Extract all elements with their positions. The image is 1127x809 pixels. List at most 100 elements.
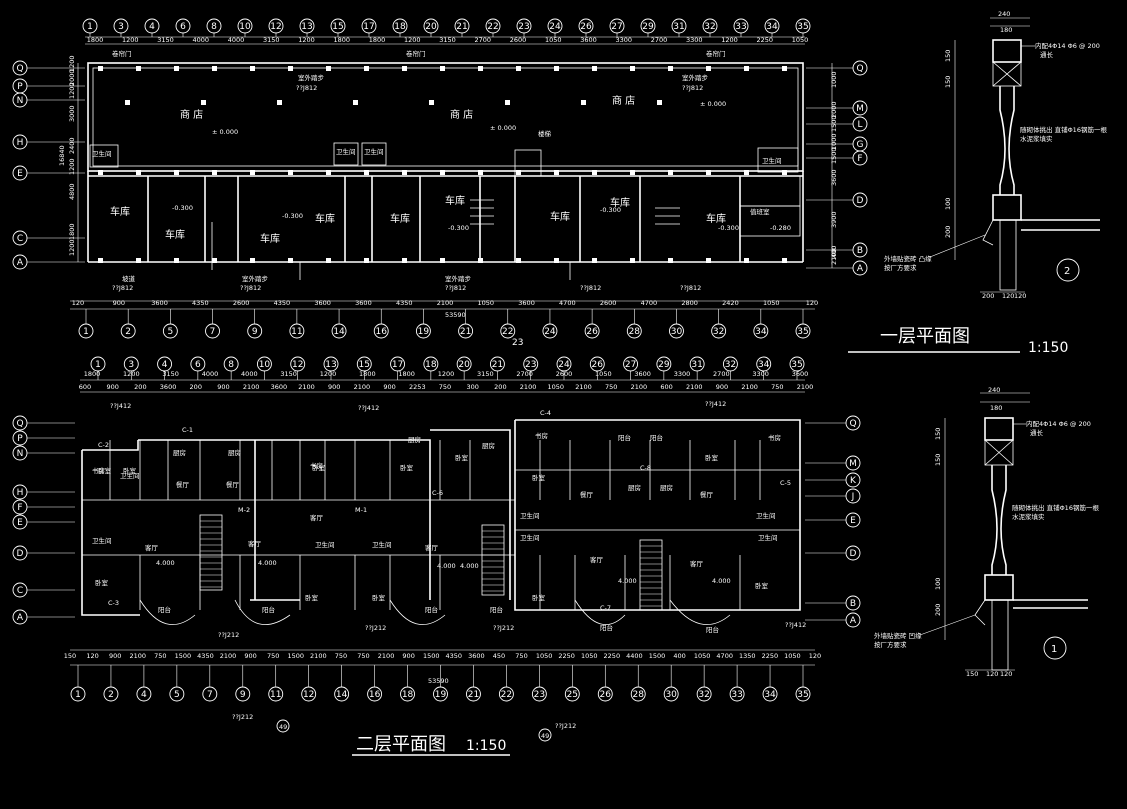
axis-bubble: 26 [584,323,600,339]
dimension-text: 1000 [830,133,838,150]
axis-bubble: 7 [202,686,218,702]
dimension-text: 1200 [68,82,76,99]
dimension-text: 3300 [752,370,769,378]
dimension-text: 900 [109,652,121,660]
axis-label: B [857,246,863,256]
axis-bubble: 8 [223,356,239,372]
axis-bubble: F [12,499,28,515]
axis-bubble: 3 [123,356,139,372]
dimension-text: 2100 [310,652,327,660]
axis-bubble: E [12,514,28,530]
plan1-garage-labels: 车库车库车库车库车库车库车库车库车库 [110,194,726,245]
dimension-text: 2700 [713,370,730,378]
wc-label: 卫生间 [520,511,540,520]
axis-bubble: D [12,545,28,561]
dimension-text: 750 [154,652,166,660]
axis-bubble: N [12,445,28,461]
wc-label: 卫生间 [120,471,140,480]
dimension-text: 1050 [595,370,612,378]
axis-label: 34 [758,360,770,370]
axis-label: 1 [87,22,93,32]
axis-label: 35 [797,690,808,700]
note: 坡道 [122,274,136,283]
window-tag: M-1 [355,506,367,514]
axis-bubble: 17 [361,18,377,34]
axis-bubble: 33 [733,18,749,34]
axis-bubble: 31 [671,18,687,34]
axis-bubble: 31 [689,356,705,372]
axis-bubble: 34 [762,686,778,702]
axis-bubble: 12 [301,686,317,702]
detail-ref: ??J412 [358,404,379,412]
axis-bubble: 11 [289,323,305,339]
dimension-text: 1800 [359,370,376,378]
axis-bubble: 20 [456,356,472,372]
detail-ref: ??J212 [365,624,386,632]
plan2-window-door-tags: C-1C-2C-3C-4C-5C-6C-7C-8M-1M-2 [98,409,791,612]
dimension-text: 1200 [438,370,455,378]
detail-ref: ??J212 [493,624,514,632]
axis-label: 35 [791,360,802,370]
axis-bubble: 32 [711,323,727,339]
axis-bubble: 5 [162,323,178,339]
axis-bubble: H [12,484,28,500]
dimension-text: 2700 [474,36,491,44]
plan2-partitions [109,440,761,610]
dimension-text: 3600 [271,383,288,391]
dimension-text: 2100 [741,383,758,391]
detail-dim: 240 [998,10,1010,18]
detail-note: 随砌体挑出 直铺Φ16钢筋一根 [1012,503,1099,512]
stair-label: 楼梯 [538,129,552,138]
garage-label: 车库 [445,194,465,207]
axis-label: 23 [518,22,529,32]
dimension-text: 4350 [192,299,209,307]
axis-label: E [17,169,23,179]
axis-label: 13 [301,22,312,32]
axis-label: 23 [534,690,545,700]
axis-label: Q [16,64,23,74]
detail-ref: ??J812 [296,84,317,92]
axis-bubble: 2 [103,686,119,702]
dimension-text: 1800 [68,223,76,240]
dimension-text: 2250 [604,652,621,660]
axis-label: 31 [673,22,684,32]
axis-bubble: 22 [485,18,501,34]
grid-center-label: 23 [512,338,523,348]
dimension-text: 2100 [520,383,537,391]
elevation-mark: ± 0.000 [490,124,516,132]
axis-bubble: 20 [423,18,439,34]
dimension-text: 200 [494,383,506,391]
axis-bubble: L [852,116,868,132]
detail-note: 水泥浆填实 [1020,134,1053,143]
axis-label: 33 [731,690,742,700]
dimension-text: 750 [771,383,783,391]
axis-label: 29 [642,22,654,32]
dimension-text: 1500 [175,652,192,660]
dimension-text: 2253 [409,383,426,391]
dimension-text: 4700 [559,299,576,307]
window-tag: C-2 [98,441,109,449]
dimension-text: 600 [79,383,91,391]
axis-bubble: A [12,254,28,270]
bedroom-label: 卧室 [312,463,326,472]
study-label: 书房 [768,433,781,442]
bedroom-label: 卧室 [95,578,109,587]
plan2-bottom-dimension-line [70,649,815,666]
axis-bubble: 26 [578,18,594,34]
dimension-text: 3600 [518,299,535,307]
detail-ref: ??J412 [785,621,806,629]
dimension-text: 600 [660,383,672,391]
axis-bubble: 10 [256,356,272,372]
axis-label: 12 [270,22,281,32]
dining-room-label: 餐厅 [580,490,594,499]
dimension-text: 1200 [122,36,139,44]
detail-dim: 150 [934,454,942,466]
axis-label: 4 [149,22,155,32]
dimension-text: 1500 [649,652,666,660]
dimension-text: 1500 [830,147,838,164]
dimension-text: 3150 [280,370,297,378]
detail-ref: ??J412 [110,402,131,410]
